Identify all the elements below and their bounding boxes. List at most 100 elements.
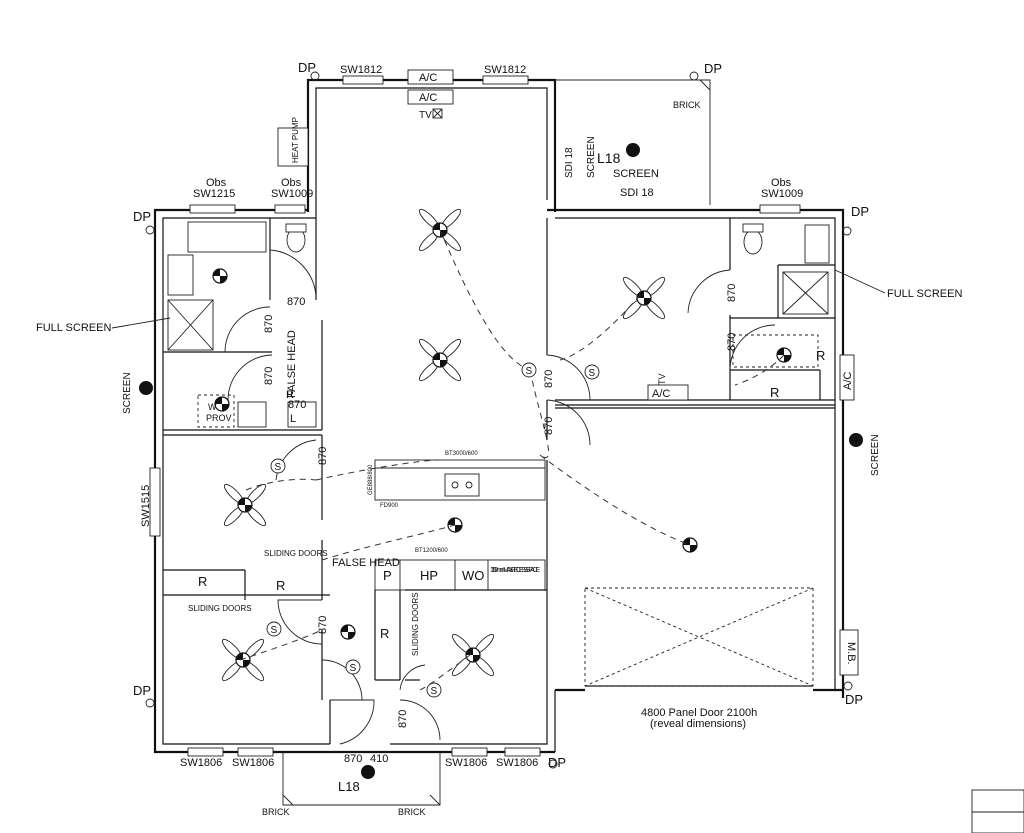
robe-r-bed4: R [198,574,207,589]
dp-top-left: DP [298,60,316,75]
light-icon [214,396,230,412]
door-870-family: 870 [543,370,555,388]
screen-top: SCREEN [613,168,659,180]
tv-living: TV [419,110,432,121]
switch-icon: S [270,458,286,474]
title-block [971,789,1024,833]
switch-label: S [271,625,278,636]
dp-left-top: DP [133,209,151,224]
full-screen-left: FULL SCREEN [36,322,111,334]
sliding-doors-bed3: SLIDING DOORS [411,592,420,656]
window-sw1806-2: SW1806 [232,757,274,769]
brick-top: BRICK [673,100,701,110]
heat-pump-label: HEAT PUMP [291,117,300,163]
light-icon [212,268,228,284]
full-screen-right: FULL SCREEN [887,288,962,300]
screen-left-vertical: SCREEN [122,372,133,414]
light-icon [682,537,698,553]
pantry-p: P [383,568,392,583]
door-410-entry: 410 [370,753,388,765]
switch-icon: S [426,682,442,698]
bt3000-label: BT3000/600 [445,451,478,457]
recess-space: 1150mm MAX. RECESS SPACE [490,567,540,574]
door-870-ens-left: 870 [287,296,305,308]
dp-right-bottom: DP [845,692,863,707]
sliding-doors-bed4: SLIDING DOORS [188,604,252,613]
wprov-w: W [208,402,217,412]
switch-label: S [526,366,533,377]
screen-right-vertical: SCREEN [870,434,881,476]
robe-r-left: R [286,389,294,401]
switch-label: S [275,462,282,473]
window-sw1515: SW1515 [140,485,152,527]
window-sw1806-4: SW1806 [496,757,538,769]
brick-porch-bottom [282,752,441,806]
tv-right: TV [657,373,667,385]
switch-icon: S [584,364,600,380]
dp-right-top: DP [851,204,869,219]
window-sw1812-right: SW1812 [484,64,526,76]
brick-bottom-right: BRICK [398,807,426,817]
window-sw1215: SW1215 [193,188,235,200]
brick-alfresco-top [555,79,711,205]
door-870-entry: 870 [344,753,362,765]
window-sw1812-left: SW1812 [340,64,382,76]
sdi18-horizontal: SDI 18 [620,187,654,199]
plan-labels: DP DP DP DP DP DP DP SW1812 SW1812 A/C A… [36,60,962,817]
ac-right-indoor: A/C [652,388,670,400]
ceiling-fan-icon [221,638,265,682]
light-icon [340,624,356,640]
robe-r-bed3: R [380,626,389,641]
door-870-robe: 870 [288,399,306,411]
switch-icon: S [266,621,282,637]
hot-plate-hp: HP [420,568,438,583]
door-870-laundry: 870 [263,367,275,385]
robe-r-right-1: R [816,348,825,363]
ge-label: GE888/800 [368,464,374,495]
ceiling-fans [221,208,666,682]
ceiling-fan-icon [451,633,495,677]
bt1200-label: BT1200/600 [415,548,448,554]
door-870-bed2: 870 [317,447,329,465]
door-870-garage: 870 [543,417,555,435]
ac-right-outdoor: A/C [842,372,854,390]
door-swings [224,249,776,745]
sliding-doors-bed2: SLIDING DOORS [264,549,328,558]
window-sw1806-3: SW1806 [445,757,487,769]
ac-indoor: A/C [419,92,437,104]
sdi18-vertical: SDI 18 [564,147,575,178]
door-870-bed3: 870 [397,710,409,728]
meter-box: M.B. [845,642,857,665]
downpipes [145,71,853,769]
fixtures [167,127,830,687]
switch-label: S [350,663,357,674]
switch-icon: S [345,659,361,675]
wprov-prov: PROV [206,413,232,423]
garage-reveal-label: (reveal dimensions) [650,718,746,730]
switch-label: S [589,368,596,379]
switch-lines [239,229,785,691]
ac-outdoor: A/C [419,72,437,84]
false-head-left: FALSE HEAD [286,330,298,398]
window-sw1009-right: SW1009 [761,188,803,200]
dp-top-right: DP [704,61,722,76]
obs-left: Obs [206,177,227,189]
robe-r-right-2: R [770,385,779,400]
brick-bottom-left: BRICK [262,807,290,817]
window-sw1806-1: SW1806 [180,757,222,769]
robe-l-left: L [290,413,296,425]
switch-icon: S [521,362,537,378]
dp-left-bottom: DP [133,683,151,698]
light-symbols [212,268,792,640]
l18-top: L18 [597,150,621,166]
false-head-mid: FALSE HEAD [332,557,400,569]
robe-r-bed2: R [276,578,285,593]
screen-vertical-top: SCREEN [586,136,597,178]
obs-mid: Obs [281,177,302,189]
garage-door-label: 4800 Panel Door 2100h [641,707,757,719]
door-870-wir-right: 870 [726,333,738,351]
switch-symbols: S S S S S S [266,362,600,698]
wall-oven-wo: WO [462,568,484,583]
l18-bottom: L18 [338,779,360,794]
